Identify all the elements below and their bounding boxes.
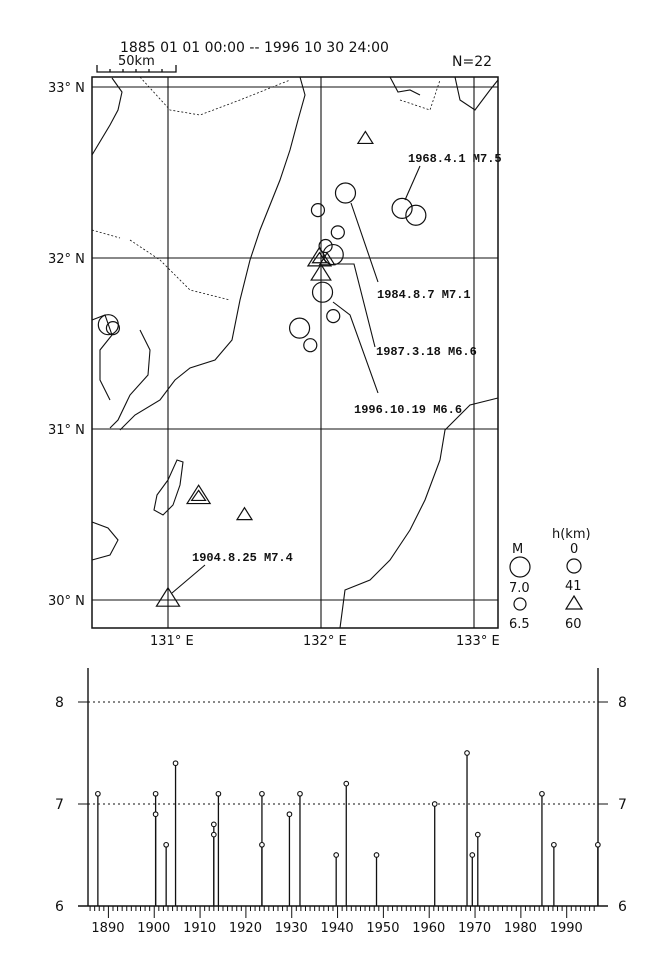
y-tick-label-left: 7 [55,797,64,813]
x-tick-label: 1970 [458,921,491,936]
earthquake-circle [303,338,318,353]
legend-mag-big-circle [509,556,531,578]
stem-marker [539,790,545,797]
earthquake-triangle [310,263,332,281]
earthquake-circle [288,317,311,339]
latitude-label: 30° N [48,594,85,609]
kyushu-east-coast [91,76,306,431]
stem-marker [210,821,217,828]
earthquake-triangle-inner [311,251,328,264]
x-tick-label: 1980 [504,921,537,936]
tanegashima [153,459,184,516]
legend-depth-triangle [564,594,584,610]
earthquake-circle [334,182,357,204]
stem-marker [163,841,170,848]
earthquake-circle [405,204,427,226]
y-tick-label-right: 8 [618,695,627,711]
legend-depth-circle [566,558,582,574]
latitude-label: 32° N [48,252,85,267]
stem-marker [333,852,340,858]
earthquake-triangle [318,251,336,266]
stem-marker [343,780,350,787]
legend-depth-title: h(km) [552,527,591,542]
event-count: N=22 [452,54,492,70]
shelf-line [339,397,499,629]
stem-marker [431,801,438,807]
x-tick-label: 1950 [366,921,399,936]
period-label: 1885 01 01 00:00 -- 1996 10 30 24:00 [120,40,389,56]
x-tick-label: 1910 [183,921,216,936]
annotation-1968: 1968.4.1 M7.5 [408,152,502,166]
map-events [97,130,427,607]
stem-marker [373,852,380,858]
x-tick-label: 1930 [275,921,308,936]
legend: M 7.0 6.5 h(km) 0 41 60 [509,527,591,632]
stem-marker [464,750,470,756]
earthquake-circle [391,197,413,220]
earthquake-triangle-inner [190,489,207,502]
earthquake-circle [330,225,345,240]
stem-marker [215,790,222,797]
legend-depth-0: 0 [570,542,578,557]
annotation-1984: 1984.8.7 M7.1 [377,288,471,302]
x-tick-label: 1960 [412,921,445,936]
earthquake-triangle [235,506,254,521]
latitude-label: 33° N [48,81,85,96]
earthquake-circle [105,321,121,336]
stem-marker [210,831,217,838]
magnitude-time-chart: 6 6 7 7 8 8 1890 1900 1910 1920 1930 1940 1950 1960 19… [55,668,627,936]
legend-depth-41: 41 [565,579,582,594]
legend-mag-small: 6.5 [509,617,530,632]
x-tick-label: 1890 [91,921,124,936]
earthquake-circle [311,281,334,303]
scale-label: 50km [118,54,155,69]
y-tick-label-right: 6 [618,899,627,915]
scale-bar [96,65,177,73]
coastlines [91,76,499,629]
annotation-1904: 1904.8.25 M7.4 [192,551,293,565]
stem-marker [152,790,159,797]
earthquake-circle [310,203,326,218]
longitude-label: 133° E [456,634,500,649]
longitude-label: 132° E [303,634,347,649]
prefecture-borders [91,76,441,301]
stem-marker [469,852,476,858]
stem-marker [259,790,265,797]
earthquake-triangle [185,484,212,505]
yakushima [91,521,119,561]
stem-marker [595,841,601,848]
stem-marker [172,760,179,767]
annotation-leaders [171,165,421,594]
y-tick-label-left: 6 [55,899,64,915]
legend-mag-title: M [512,542,523,557]
earthquake-triangle [155,586,181,607]
annotation-1996: 1996.10.19 M6.6 [354,403,462,417]
latitude-label: 31° N [48,423,85,438]
earthquake-circle [318,238,333,254]
x-tick-label: 1920 [229,921,262,936]
shikoku-coast [389,76,499,111]
stem-marker [95,790,101,797]
earthquake-circle [326,309,341,324]
stem-marker [551,841,557,848]
annotation-1987: 1987.3.18 M6.6 [376,345,477,359]
legend-mag-small-circle [513,597,527,611]
stem-marker [152,811,159,818]
x-tick-label: 1900 [137,921,170,936]
legend-depth-60: 60 [565,617,582,632]
map: 1968.4.1 M7.5 1984.8.7 M7.1 1987.3.18 M6… [48,76,502,649]
stem-marker [297,790,303,797]
x-tick-label: 1990 [550,921,583,936]
y-tick-label-left: 8 [55,695,64,711]
map-frame [91,76,499,629]
stem-marker [474,831,481,838]
longitude-label: 131° E [150,634,194,649]
x-tick-label: 1940 [321,921,354,936]
y-tick-label-right: 7 [618,797,627,813]
legend-mag-big: 7.0 [509,581,530,596]
earthquake-triangle [356,130,374,145]
stem-marker [286,811,293,818]
stem-marker [259,841,265,848]
